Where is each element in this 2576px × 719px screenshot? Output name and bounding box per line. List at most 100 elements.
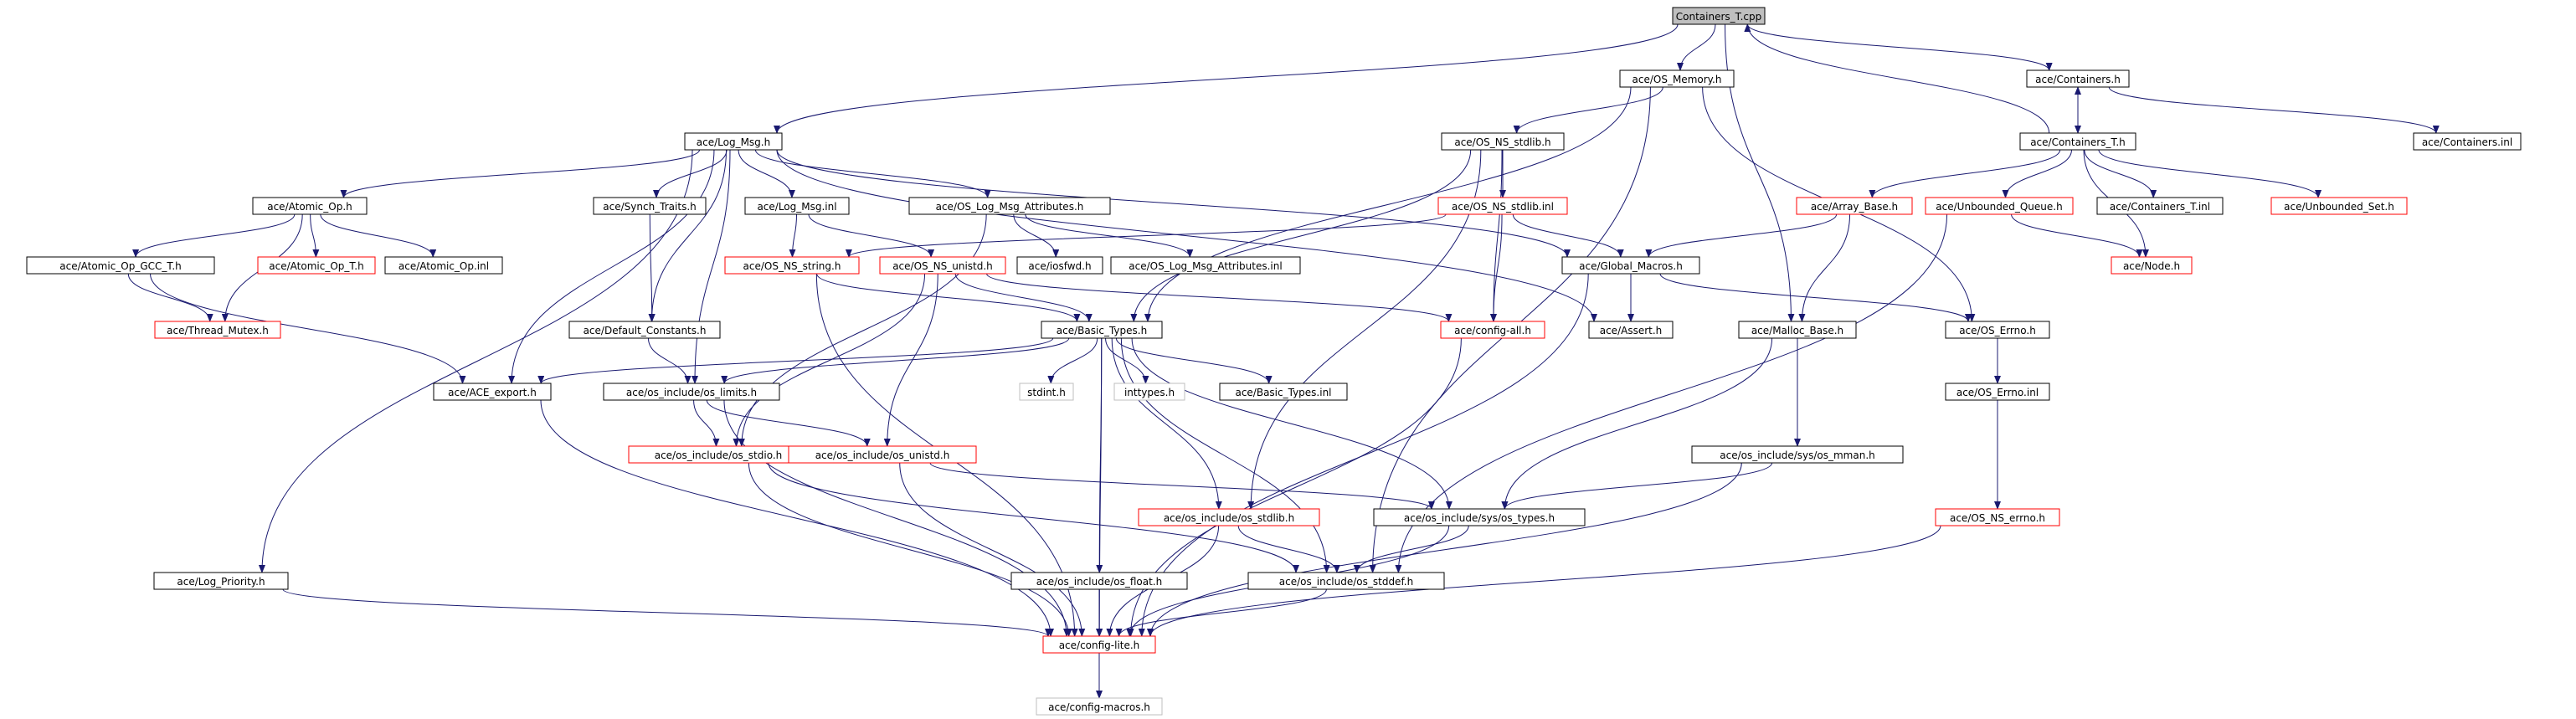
node-box[interactable] [1247, 572, 1445, 590]
node-box[interactable] [2026, 69, 2130, 88]
node-box[interactable] [1113, 383, 1185, 401]
node-box[interactable] [684, 132, 783, 151]
node-basic-types-inl[interactable]: ace/Basic_Types.inl [1219, 383, 1348, 401]
node-box[interactable] [1010, 572, 1188, 590]
node-os-ns-stdlib-inl[interactable]: ace/OS_NS_stdlib.inl [1437, 197, 1568, 215]
node-log-msg-h[interactable]: ace/Log_Msg.h [684, 132, 783, 151]
node-containers-inl[interactable]: ace/Containers.inl [2413, 132, 2522, 151]
node-os-ns-string-h[interactable]: ace/OS_NS_string.h [724, 256, 860, 275]
node-box[interactable] [1561, 256, 1700, 275]
node-inttypes-h[interactable]: inttypes.h [1113, 383, 1185, 401]
node-box[interactable] [724, 256, 860, 275]
node-config-all-h[interactable]: ace/config-all.h [1440, 321, 1545, 339]
node-os-unistd-h[interactable]: ace/os_include/os_unistd.h [788, 445, 977, 464]
node-box[interactable] [1219, 383, 1348, 401]
node-os-memory-h[interactable]: ace/OS_Memory.h [1619, 69, 1735, 88]
node-synch-traits-h[interactable]: ace/Synch_Traits.h [593, 197, 707, 215]
node-box[interactable] [593, 197, 707, 215]
node-box[interactable] [1036, 697, 1163, 716]
node-box[interactable] [1945, 383, 2050, 401]
node-box[interactable] [1796, 197, 1913, 215]
node-os-ns-unistd-h[interactable]: ace/OS_NS_unistd.h [879, 256, 1006, 275]
node-containers-t-inl[interactable]: ace/Containers_T.inl [2096, 197, 2224, 215]
node-box[interactable] [1935, 508, 2060, 526]
node-box[interactable] [568, 321, 721, 339]
node-config-macros-h[interactable]: ace/config-macros.h [1036, 697, 1163, 716]
node-containers-h[interactable]: ace/Containers.h [2026, 69, 2130, 88]
node-containers-t-h[interactable]: ace/Containers_T.h [2019, 132, 2136, 151]
node-box[interactable] [1672, 7, 1766, 25]
node-box[interactable] [154, 321, 281, 339]
node-box[interactable] [1619, 69, 1735, 88]
node-os-mman-h[interactable]: ace/os_include/sys/os_mman.h [1691, 445, 1904, 464]
node-os-ns-stdlib-h[interactable]: ace/OS_NS_stdlib.h [1441, 132, 1565, 151]
node-box[interactable] [1691, 445, 1904, 464]
node-log-msg-inl[interactable]: ace/Log_Msg.inl [744, 197, 850, 215]
node-os-stdlib-h[interactable]: ace/os_include/os_stdlib.h [1138, 508, 1320, 526]
node-os-errno-h[interactable]: ace/OS_Errno.h [1945, 321, 2050, 339]
node-box[interactable] [1019, 383, 1074, 401]
node-box[interactable] [1441, 132, 1565, 151]
edge-basic_types_h-to-inttypes_h [1105, 337, 1149, 384]
node-box[interactable] [252, 197, 368, 215]
node-box[interactable] [2270, 197, 2408, 215]
node-box[interactable] [1588, 321, 1674, 339]
node-os-ns-errno-h[interactable]: ace/OS_NS_errno.h [1935, 508, 2060, 526]
node-box[interactable] [153, 572, 289, 590]
node-atomic-op-gcc-t-h[interactable]: ace/Atomic_Op_GCC_T.h [26, 256, 215, 275]
node-box[interactable] [2111, 256, 2193, 275]
node-box[interactable] [384, 256, 503, 275]
node-box[interactable] [1440, 321, 1545, 339]
node-box[interactable] [1373, 508, 1586, 526]
node-box[interactable] [257, 256, 376, 275]
node-os-log-msg-attr-h[interactable]: ace/OS_Log_Msg_Attributes.h [908, 197, 1111, 215]
node-os-limits-h[interactable]: ace/os_include/os_limits.h [603, 383, 780, 401]
node-box[interactable] [1925, 197, 2074, 215]
node-stdint-h[interactable]: stdint.h [1019, 383, 1074, 401]
node-box[interactable] [879, 256, 1006, 275]
node-unbounded-set-h[interactable]: ace/Unbounded_Set.h [2270, 197, 2408, 215]
node-root[interactable]: Containers_T.cpp [1672, 7, 1766, 25]
node-box[interactable] [603, 383, 780, 401]
node-os-float-h[interactable]: ace/os_include/os_float.h [1010, 572, 1188, 590]
edge-synch_traits_h-to-lock_h [648, 213, 656, 322]
node-array-base-h[interactable]: ace/Array_Base.h [1796, 197, 1913, 215]
node-box[interactable] [433, 383, 552, 401]
node-box[interactable] [744, 197, 850, 215]
node-os-stddef-h[interactable]: ace/os_include/os_stddef.h [1247, 572, 1445, 590]
node-box[interactable] [1945, 321, 2050, 339]
node-box[interactable] [1437, 197, 1568, 215]
node-box[interactable] [1041, 321, 1163, 339]
node-os-types-h[interactable]: ace/os_include/sys/os_types.h [1373, 508, 1586, 526]
node-ace-export-h[interactable]: ace/ACE_export.h [433, 383, 552, 401]
node-box[interactable] [1110, 256, 1301, 275]
node-box[interactable] [2096, 197, 2224, 215]
node-box[interactable] [788, 445, 977, 464]
node-config-lite-h[interactable]: ace/config-lite.h [1042, 635, 1156, 654]
node-box[interactable] [2019, 132, 2136, 151]
node-unbounded-queue-h[interactable]: ace/Unbounded_Queue.h [1925, 197, 2074, 215]
node-node-h[interactable]: ace/Node.h [2111, 256, 2193, 275]
node-log-priority-h[interactable]: ace/Log_Priority.h [153, 572, 289, 590]
node-basic-types-h[interactable]: ace/Basic_Types.h [1041, 321, 1163, 339]
node-assert-h[interactable]: ace/Assert.h [1588, 321, 1674, 339]
node-box[interactable] [26, 256, 215, 275]
node-os-stdio-h[interactable]: ace/os_include/os_stdio.h [628, 445, 809, 464]
node-malloc-base-h[interactable]: ace/Malloc_Base.h [1738, 321, 1857, 339]
node-atomic-op-inl[interactable]: ace/Atomic_Op.inl [384, 256, 503, 275]
node-default-constants-h[interactable]: ace/Default_Constants.h [568, 321, 721, 339]
node-box[interactable] [1042, 635, 1156, 654]
node-atomic-op-h[interactable]: ace/Atomic_Op.h [252, 197, 368, 215]
node-box[interactable] [1738, 321, 1857, 339]
node-thread-mutex-h[interactable]: ace/Thread_Mutex.h [154, 321, 281, 339]
node-os-errno-inl[interactable]: ace/OS_Errno.inl [1945, 383, 2050, 401]
node-iosfwd-h[interactable]: ace/iosfwd.h [1016, 256, 1103, 275]
node-box[interactable] [1016, 256, 1103, 275]
node-label: ace/OS_Errno.inl [1956, 387, 2039, 398]
node-global-macros-h[interactable]: ace/Global_Macros.h [1561, 256, 1700, 275]
node-box[interactable] [2413, 132, 2522, 151]
node-atomic-op-t-h[interactable]: ace/Atomic_Op_T.h [257, 256, 376, 275]
node-box[interactable] [1138, 508, 1320, 526]
node-box[interactable] [908, 197, 1111, 215]
node-os-log-msg-attr-inl[interactable]: ace/OS_Log_Msg_Attributes.inl [1110, 256, 1301, 275]
